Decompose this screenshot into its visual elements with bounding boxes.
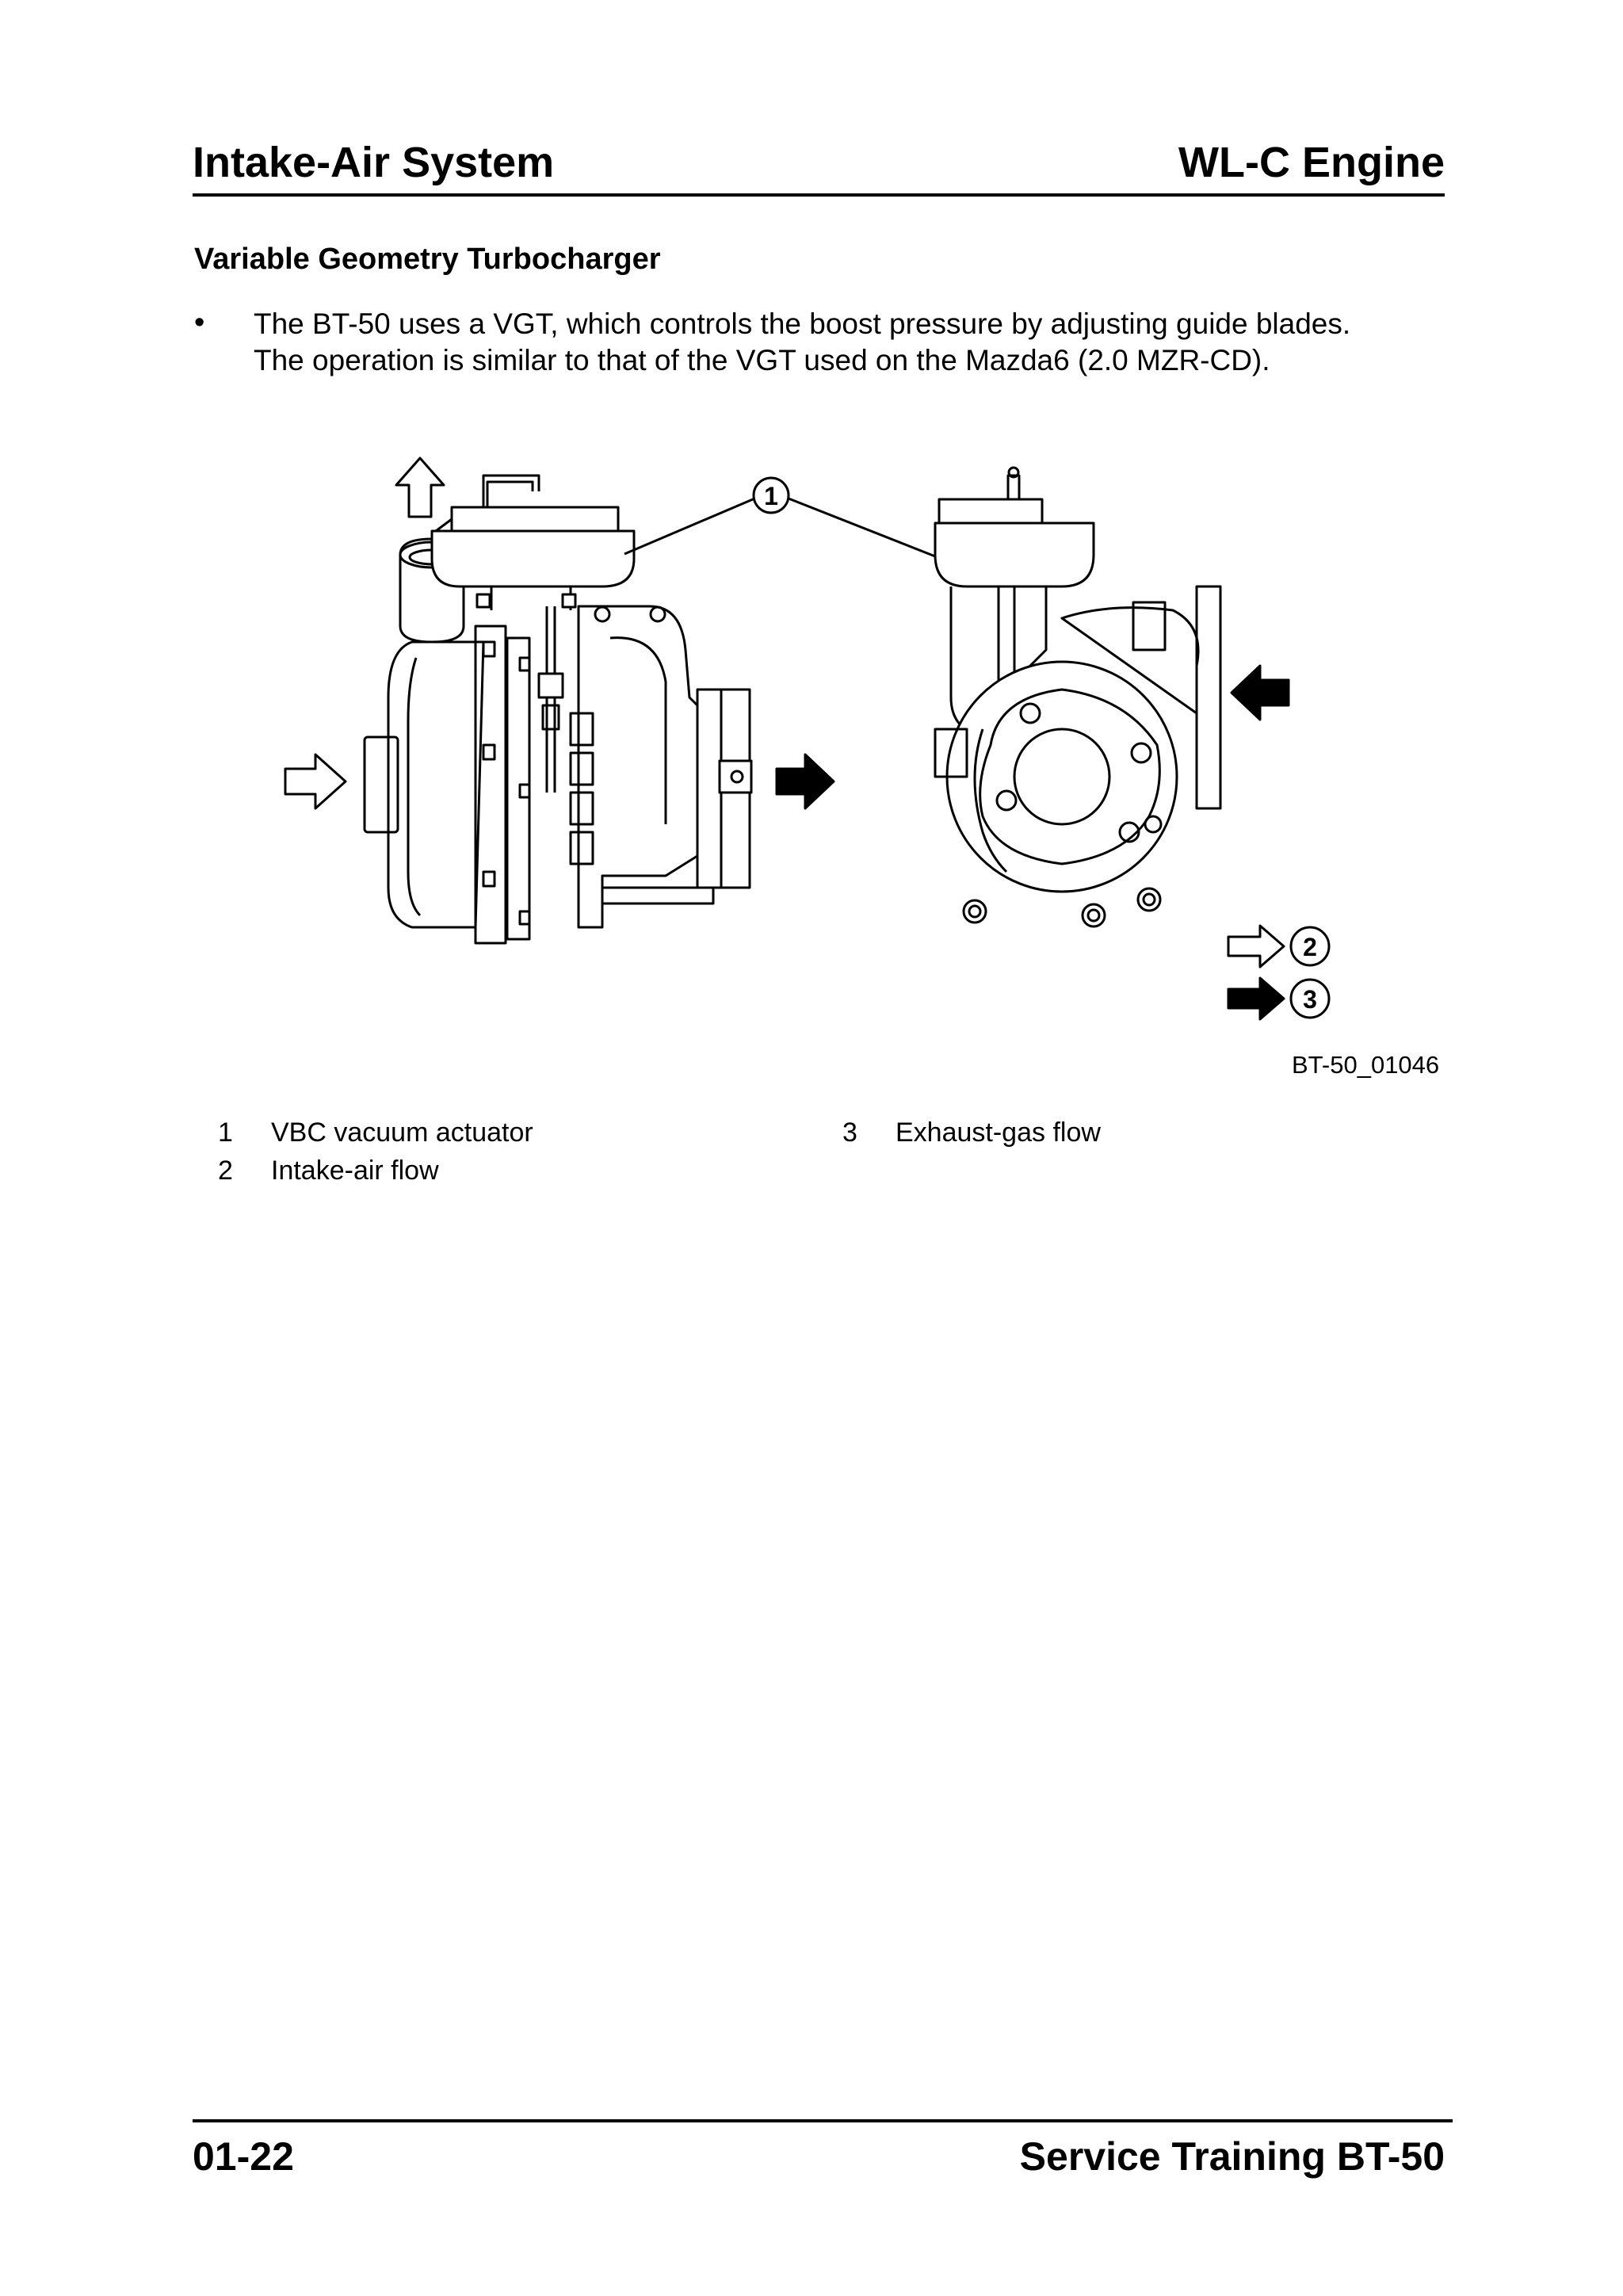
header-engine-title: WL-C Engine bbox=[1178, 139, 1445, 186]
callout-3-label: 3 bbox=[1303, 985, 1317, 1014]
legend-number: 1 bbox=[218, 1117, 233, 1148]
legend-item-1: 1 VBC vacuum actuator bbox=[218, 1117, 533, 1148]
legend-item-3: 3 Exhaust-gas flow bbox=[842, 1117, 1101, 1148]
header-section-title: Intake-Air System bbox=[193, 139, 555, 186]
bullet-line-2: The operation is similar to that of the … bbox=[254, 344, 1270, 376]
turbo-side-view bbox=[284, 457, 835, 945]
figure-id: BT-50_01046 bbox=[1292, 1051, 1440, 1079]
exhaust-arrow-front-icon bbox=[1230, 664, 1290, 721]
callout-1-label: 1 bbox=[764, 482, 778, 510]
legend-number: 2 bbox=[218, 1156, 233, 1186]
figure-legend: 1 VBC vacuum actuator 2 Intake-air flow 3 E… bbox=[218, 1117, 1248, 1205]
legend-label: VBC vacuum actuator bbox=[271, 1117, 533, 1148]
callout-3: 3 bbox=[1227, 976, 1331, 1021]
page-number: 01-22 bbox=[193, 2134, 294, 2179]
legend-label: Exhaust-gas flow bbox=[896, 1117, 1101, 1148]
legend-item-2: 2 Intake-air flow bbox=[218, 1156, 439, 1186]
callout-2-label: 2 bbox=[1303, 933, 1317, 961]
legend-label: Intake-air flow bbox=[271, 1156, 439, 1186]
bullet-marker: • bbox=[194, 306, 205, 339]
callout-2: 2 bbox=[1227, 924, 1331, 968]
turbo-front-view bbox=[934, 466, 1290, 928]
callout-1: 1 bbox=[624, 476, 936, 558]
section-title: Variable Geometry Turbocharger bbox=[194, 243, 661, 276]
legend-number: 3 bbox=[842, 1117, 857, 1148]
bullet-text: The BT-50 uses a VGT, which controls the… bbox=[254, 306, 1458, 379]
bullet-line-1: The BT-50 uses a VGT, which controls the… bbox=[254, 308, 1351, 340]
footer-publication-title: Service Training BT-50 bbox=[1019, 2134, 1445, 2179]
exhaust-flow-legend-arrow-icon bbox=[1227, 976, 1285, 1021]
turbocharger-illustration: 1 2 3 bbox=[284, 457, 1331, 1021]
exhaust-arrow-side-icon bbox=[775, 753, 835, 810]
up-arrow-icon bbox=[395, 457, 445, 518]
page-header: Intake-Air System WL-C Engine bbox=[193, 136, 1445, 197]
intake-flow-legend-arrow-icon bbox=[1227, 924, 1285, 968]
intake-arrow-icon bbox=[284, 753, 347, 810]
page-footer: 01-22 Service Training BT-50 bbox=[193, 2119, 1453, 2186]
